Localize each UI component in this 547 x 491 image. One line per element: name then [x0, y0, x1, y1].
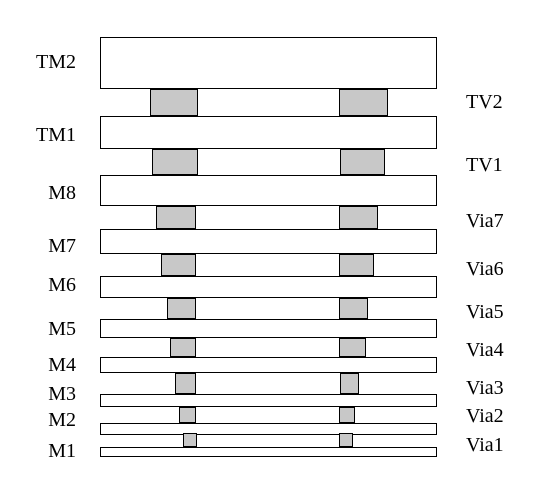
metal-layer-m3 — [100, 394, 437, 407]
via-via2-right — [339, 407, 355, 423]
via-via4-right — [339, 338, 366, 357]
metal-layer-m4 — [100, 357, 437, 373]
via-layer-label-tv1: TV1 — [466, 154, 503, 176]
via-tv2-right — [339, 89, 388, 116]
via-via3-right — [340, 373, 359, 394]
via-via5-left — [167, 298, 196, 319]
via-tv2-left — [150, 89, 198, 116]
via-layer-label-via2: Via2 — [466, 405, 504, 427]
metal-layer-m5 — [100, 319, 437, 338]
via-via6-right — [339, 254, 374, 276]
via-layer-label-via1: Via1 — [466, 434, 504, 456]
metal-layer-m1 — [100, 447, 437, 457]
via-via7-right — [339, 206, 378, 229]
via-via2-left — [179, 407, 196, 423]
via-via1-left — [183, 433, 197, 447]
via-layer-label-via7: Via7 — [466, 210, 504, 232]
metal-layer-label-m2: M2 — [48, 409, 76, 431]
metal-layer-label-m7: M7 — [48, 235, 76, 257]
metal-layer-label-tm2: TM2 — [36, 51, 76, 73]
via-layer-label-via6: Via6 — [466, 258, 504, 280]
via-layer-label-via3: Via3 — [466, 377, 504, 399]
metal-layer-label-m4: M4 — [48, 354, 76, 376]
metal-layer-tm2 — [100, 37, 437, 89]
metal-layer-tm1 — [100, 116, 437, 149]
via-layer-label-tv2: TV2 — [466, 91, 503, 113]
metal-layer-m2 — [100, 423, 437, 435]
metal-layer-label-m1: M1 — [48, 440, 76, 462]
via-via1-right — [339, 433, 353, 447]
via-layer-label-via5: Via5 — [466, 301, 504, 323]
via-via7-left — [156, 206, 196, 229]
via-layer-label-via4: Via4 — [466, 339, 504, 361]
via-tv1-right — [340, 149, 385, 175]
metal-layer-label-m8: M8 — [48, 182, 76, 204]
via-via5-right — [339, 298, 368, 319]
via-via6-left — [161, 254, 196, 276]
metal-layer-label-m6: M6 — [48, 274, 76, 296]
via-via3-left — [175, 373, 196, 394]
metal-layer-label-m5: M5 — [48, 318, 76, 340]
metal-layer-m8 — [100, 175, 437, 206]
metal-layer-label-m3: M3 — [48, 383, 76, 405]
metal-layer-label-tm1: TM1 — [36, 124, 76, 146]
metal-layer-m6 — [100, 276, 437, 298]
via-tv1-left — [152, 149, 198, 175]
metal-layer-m7 — [100, 229, 437, 254]
via-via4-left — [170, 338, 196, 357]
